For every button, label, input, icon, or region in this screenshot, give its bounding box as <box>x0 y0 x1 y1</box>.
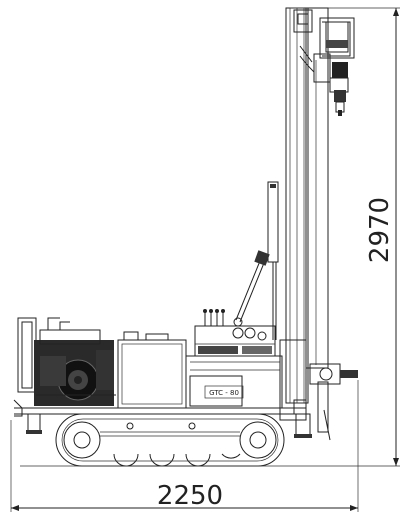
crawler-track <box>55 413 285 467</box>
height-dimension-label: 2970 <box>365 197 395 263</box>
width-dimension: 2250 <box>10 380 359 512</box>
rod-holder <box>279 339 358 441</box>
model-plate-label: GTC - 80 <box>209 389 239 397</box>
mast-raise-cylinder <box>267 181 279 340</box>
height-dimension: 2970 <box>305 7 400 467</box>
control-panel <box>194 309 276 357</box>
width-dimension-label: 2250 <box>157 481 223 511</box>
mast <box>285 7 329 404</box>
model-box: GTC - 80 <box>185 355 283 409</box>
engine <box>17 317 116 406</box>
support-arm <box>233 250 270 327</box>
hydraulic-tank <box>117 331 187 409</box>
rotary-head <box>299 17 355 116</box>
